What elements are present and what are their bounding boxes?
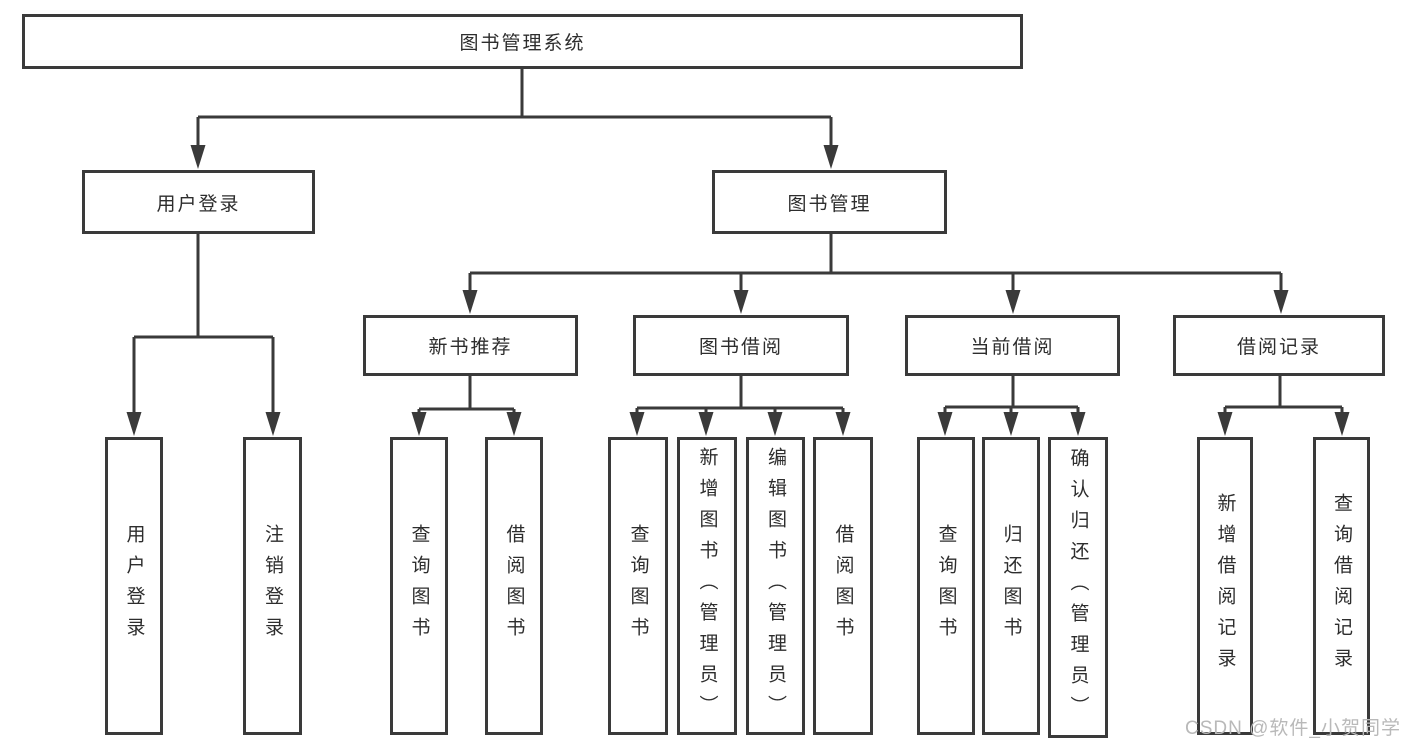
leaf-logout: 注销登录	[243, 437, 302, 735]
arrowheads	[126, 145, 1350, 436]
node-book-borrow: 图书借阅	[633, 315, 849, 376]
leaf-label: 借阅图书	[832, 524, 854, 648]
leaf-newbooks-query-books: 查询图书	[390, 437, 448, 735]
leaf-label: 借阅图书	[503, 524, 525, 648]
leaf-newbooks-borrow-books: 借阅图书	[485, 437, 543, 735]
leaf-label: 确认归还（管理员）	[1067, 448, 1089, 727]
node-current-borrow: 当前借阅	[905, 315, 1120, 376]
connector-path	[132, 69, 1344, 416]
leaf-label: 编辑图书（管理员）	[765, 446, 786, 726]
leaf-label: 新增借阅记录	[1214, 493, 1236, 679]
leaf-borrow-edit-books-admin: 编辑图书（管理员）	[746, 437, 805, 735]
csdn-watermark: CSDN @软件_小贺同学	[1185, 718, 1401, 739]
leaf-borrow-add-books-admin: 新增图书（管理员）	[677, 437, 737, 735]
leaf-label: 查询图书	[935, 524, 957, 648]
leaf-label: 查询图书	[408, 524, 430, 648]
leaf-current-confirm-return-admin: 确认归还（管理员）	[1048, 437, 1108, 738]
leaf-records-query-record: 查询借阅记录	[1313, 437, 1370, 735]
leaf-user-login: 用户登录	[105, 437, 163, 735]
node-user-login: 用户登录	[82, 170, 315, 234]
leaf-current-query-books: 查询图书	[917, 437, 975, 735]
leaf-label: 查询图书	[627, 524, 649, 648]
node-root: 图书管理系统	[22, 14, 1023, 69]
node-new-book-recommend: 新书推荐	[363, 315, 578, 376]
leaf-borrow-query-books: 查询图书	[608, 437, 668, 735]
leaf-label: 查询借阅记录	[1331, 493, 1352, 679]
leaf-label: 归还图书	[1000, 524, 1022, 648]
leaf-records-add-record: 新增借阅记录	[1197, 437, 1253, 735]
leaf-borrow-borrow-books: 借阅图书	[813, 437, 873, 735]
leaf-current-return-books: 归还图书	[982, 437, 1040, 735]
leaf-label: 用户登录	[123, 524, 145, 648]
node-borrow-records: 借阅记录	[1173, 315, 1385, 376]
leaf-label: 注销登录	[262, 524, 283, 648]
node-book-management: 图书管理	[712, 170, 947, 234]
leaf-label: 新增图书（管理员）	[696, 446, 718, 726]
